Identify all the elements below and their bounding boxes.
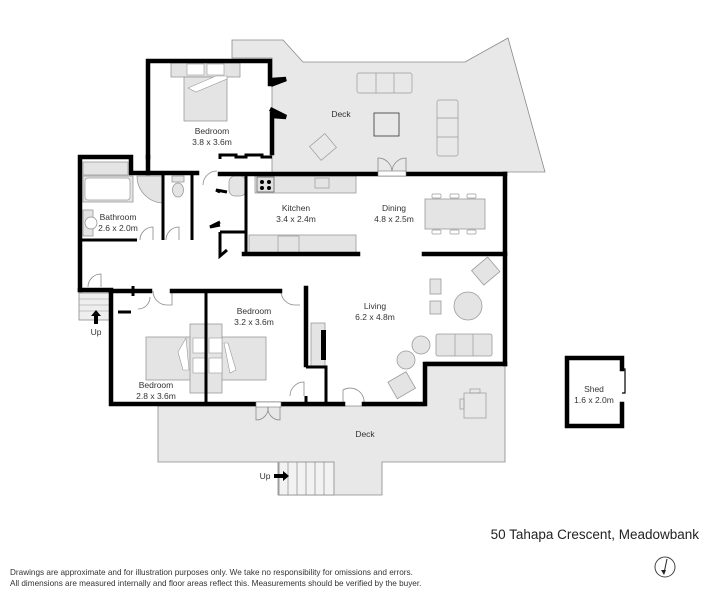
room-label-kitchen: Kitchen (282, 203, 311, 213)
bathroom-fixtures (82, 161, 185, 237)
room-label-deck-bottom: Deck (355, 429, 375, 439)
room-label-shed: Shed (584, 384, 604, 394)
stairs-label-bottom: Up (260, 471, 271, 481)
room-size-bedroom-3: 2.8 x 3.6m (136, 391, 176, 401)
arrow-up-icon (91, 310, 101, 324)
room-size-bathroom: 2.6 x 2.0m (98, 223, 138, 233)
shed (564, 355, 626, 429)
disclaimer-line-1: Drawings are approximate and for illustr… (10, 568, 413, 577)
property-address: 50 Tahapa Crescent, Meadowbank (490, 527, 699, 542)
room-label-bedroom-2: Bedroom (237, 306, 272, 316)
deck-top-area (231, 37, 546, 176)
room-size-bedroom-1: 3.8 x 3.6m (192, 137, 232, 147)
disclaimer-line-2: All dimensions are measured internally a… (10, 579, 422, 588)
room-size-living: 6.2 x 4.8m (355, 312, 395, 322)
room-size-dining: 4.8 x 2.5m (374, 214, 414, 224)
dining-table (424, 193, 486, 235)
doors (87, 157, 407, 421)
room-label-living: Living (364, 301, 386, 311)
room-label-dining: Dining (382, 203, 406, 213)
room-label-deck-top: Deck (331, 109, 351, 119)
room-label-bedroom-1: Bedroom (195, 126, 230, 136)
bedroom-1-furniture (170, 62, 241, 122)
room-size-bedroom-2: 3.2 x 3.6m (234, 317, 274, 327)
room-size-shed: 1.6 x 2.0m (574, 395, 614, 405)
north-arrow-icon (654, 556, 676, 578)
room-label-bathroom: Bathroom (100, 212, 137, 222)
stairs-label-left: Up (91, 327, 102, 337)
arrow-right-icon (274, 471, 289, 481)
living-furniture (310, 256, 501, 400)
room-size-kitchen: 3.4 x 2.4m (276, 214, 316, 224)
deck-stairs (278, 461, 335, 496)
room-label-bedroom-3: Bedroom (139, 380, 174, 390)
deck-furniture (309, 72, 487, 419)
disclaimer: Drawings are approximate and for illustr… (10, 567, 421, 589)
